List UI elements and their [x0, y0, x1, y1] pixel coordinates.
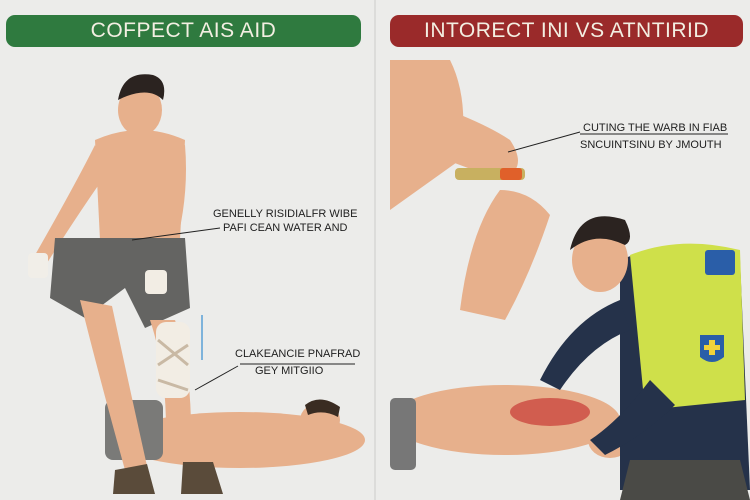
right-callout-1: CUTING THE WARB IN FIAB SNCUINTSINU BY J…: [580, 121, 728, 152]
hands-cutting: [390, 60, 550, 320]
callout-line1: GENELLY RISIDIALFR WIBE: [213, 208, 358, 220]
callout-line2: PAFI CEAN WATER AND: [223, 222, 348, 234]
left-callout-2: CLAKEANCIE PNAFRAD GEY MITGIIO: [235, 347, 360, 378]
lying-patient-right: [390, 385, 632, 470]
callout-line1: CLAKEANCIE PNAFRAD: [235, 348, 361, 360]
callout-line: [194, 365, 239, 391]
rescuer: [540, 216, 750, 500]
right-panel-title: INTORECT INI VS ATNTIRID: [390, 15, 743, 47]
left-callout-1: GENELLY RISIDIALFR WIBE PAFI CEAN WATER …: [213, 207, 357, 235]
left-panel-title: COFPECT AIS AID: [6, 15, 361, 47]
callout-line: [131, 227, 221, 241]
callout-line1: CUTING THE WARB IN FIAB: [583, 122, 728, 134]
panel-divider: [374, 0, 376, 500]
callout-line2: SNCUINTSINU BY JMOUTH: [580, 139, 722, 151]
callout-line2: GEY MITGIIO: [255, 365, 324, 377]
